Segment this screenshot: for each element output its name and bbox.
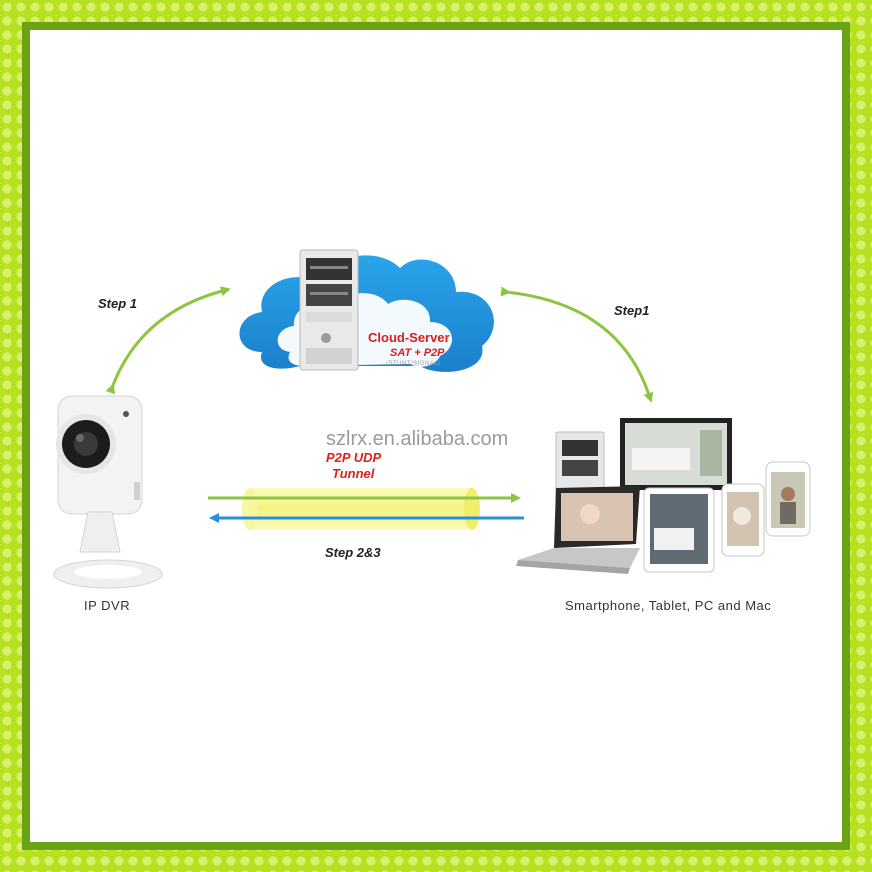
ip-dvr-caption: IP DVR (84, 598, 131, 613)
step1-left-label: Step 1 (98, 296, 138, 311)
cloud-icon (239, 255, 494, 372)
step1-right-arrow (500, 286, 654, 403)
devices-caption: Smartphone, Tablet, PC and Mac (565, 598, 772, 613)
watermark-text: szlrx.en.alibaba.com (326, 428, 509, 450)
tunnel-label-line1: P2P UDP (326, 450, 382, 465)
tunnel-label-line2: Tunnel (332, 466, 375, 481)
server-tower-icon (299, 249, 359, 371)
tunnel-step-label: Step 2&3 (325, 545, 381, 560)
p2p-tunnel (242, 488, 480, 530)
cloud-server-note: (STUNT/SIGNAL) (386, 361, 441, 367)
cloud-server-title: Cloud-Server (368, 330, 450, 345)
devices-cluster-icon (516, 418, 811, 574)
step1-left-arrow (105, 286, 231, 395)
step1-right-label: Step1 (614, 303, 650, 318)
ip-camera-icon (53, 395, 163, 589)
cloud-server-protocol: SAT + P2P (390, 347, 445, 359)
